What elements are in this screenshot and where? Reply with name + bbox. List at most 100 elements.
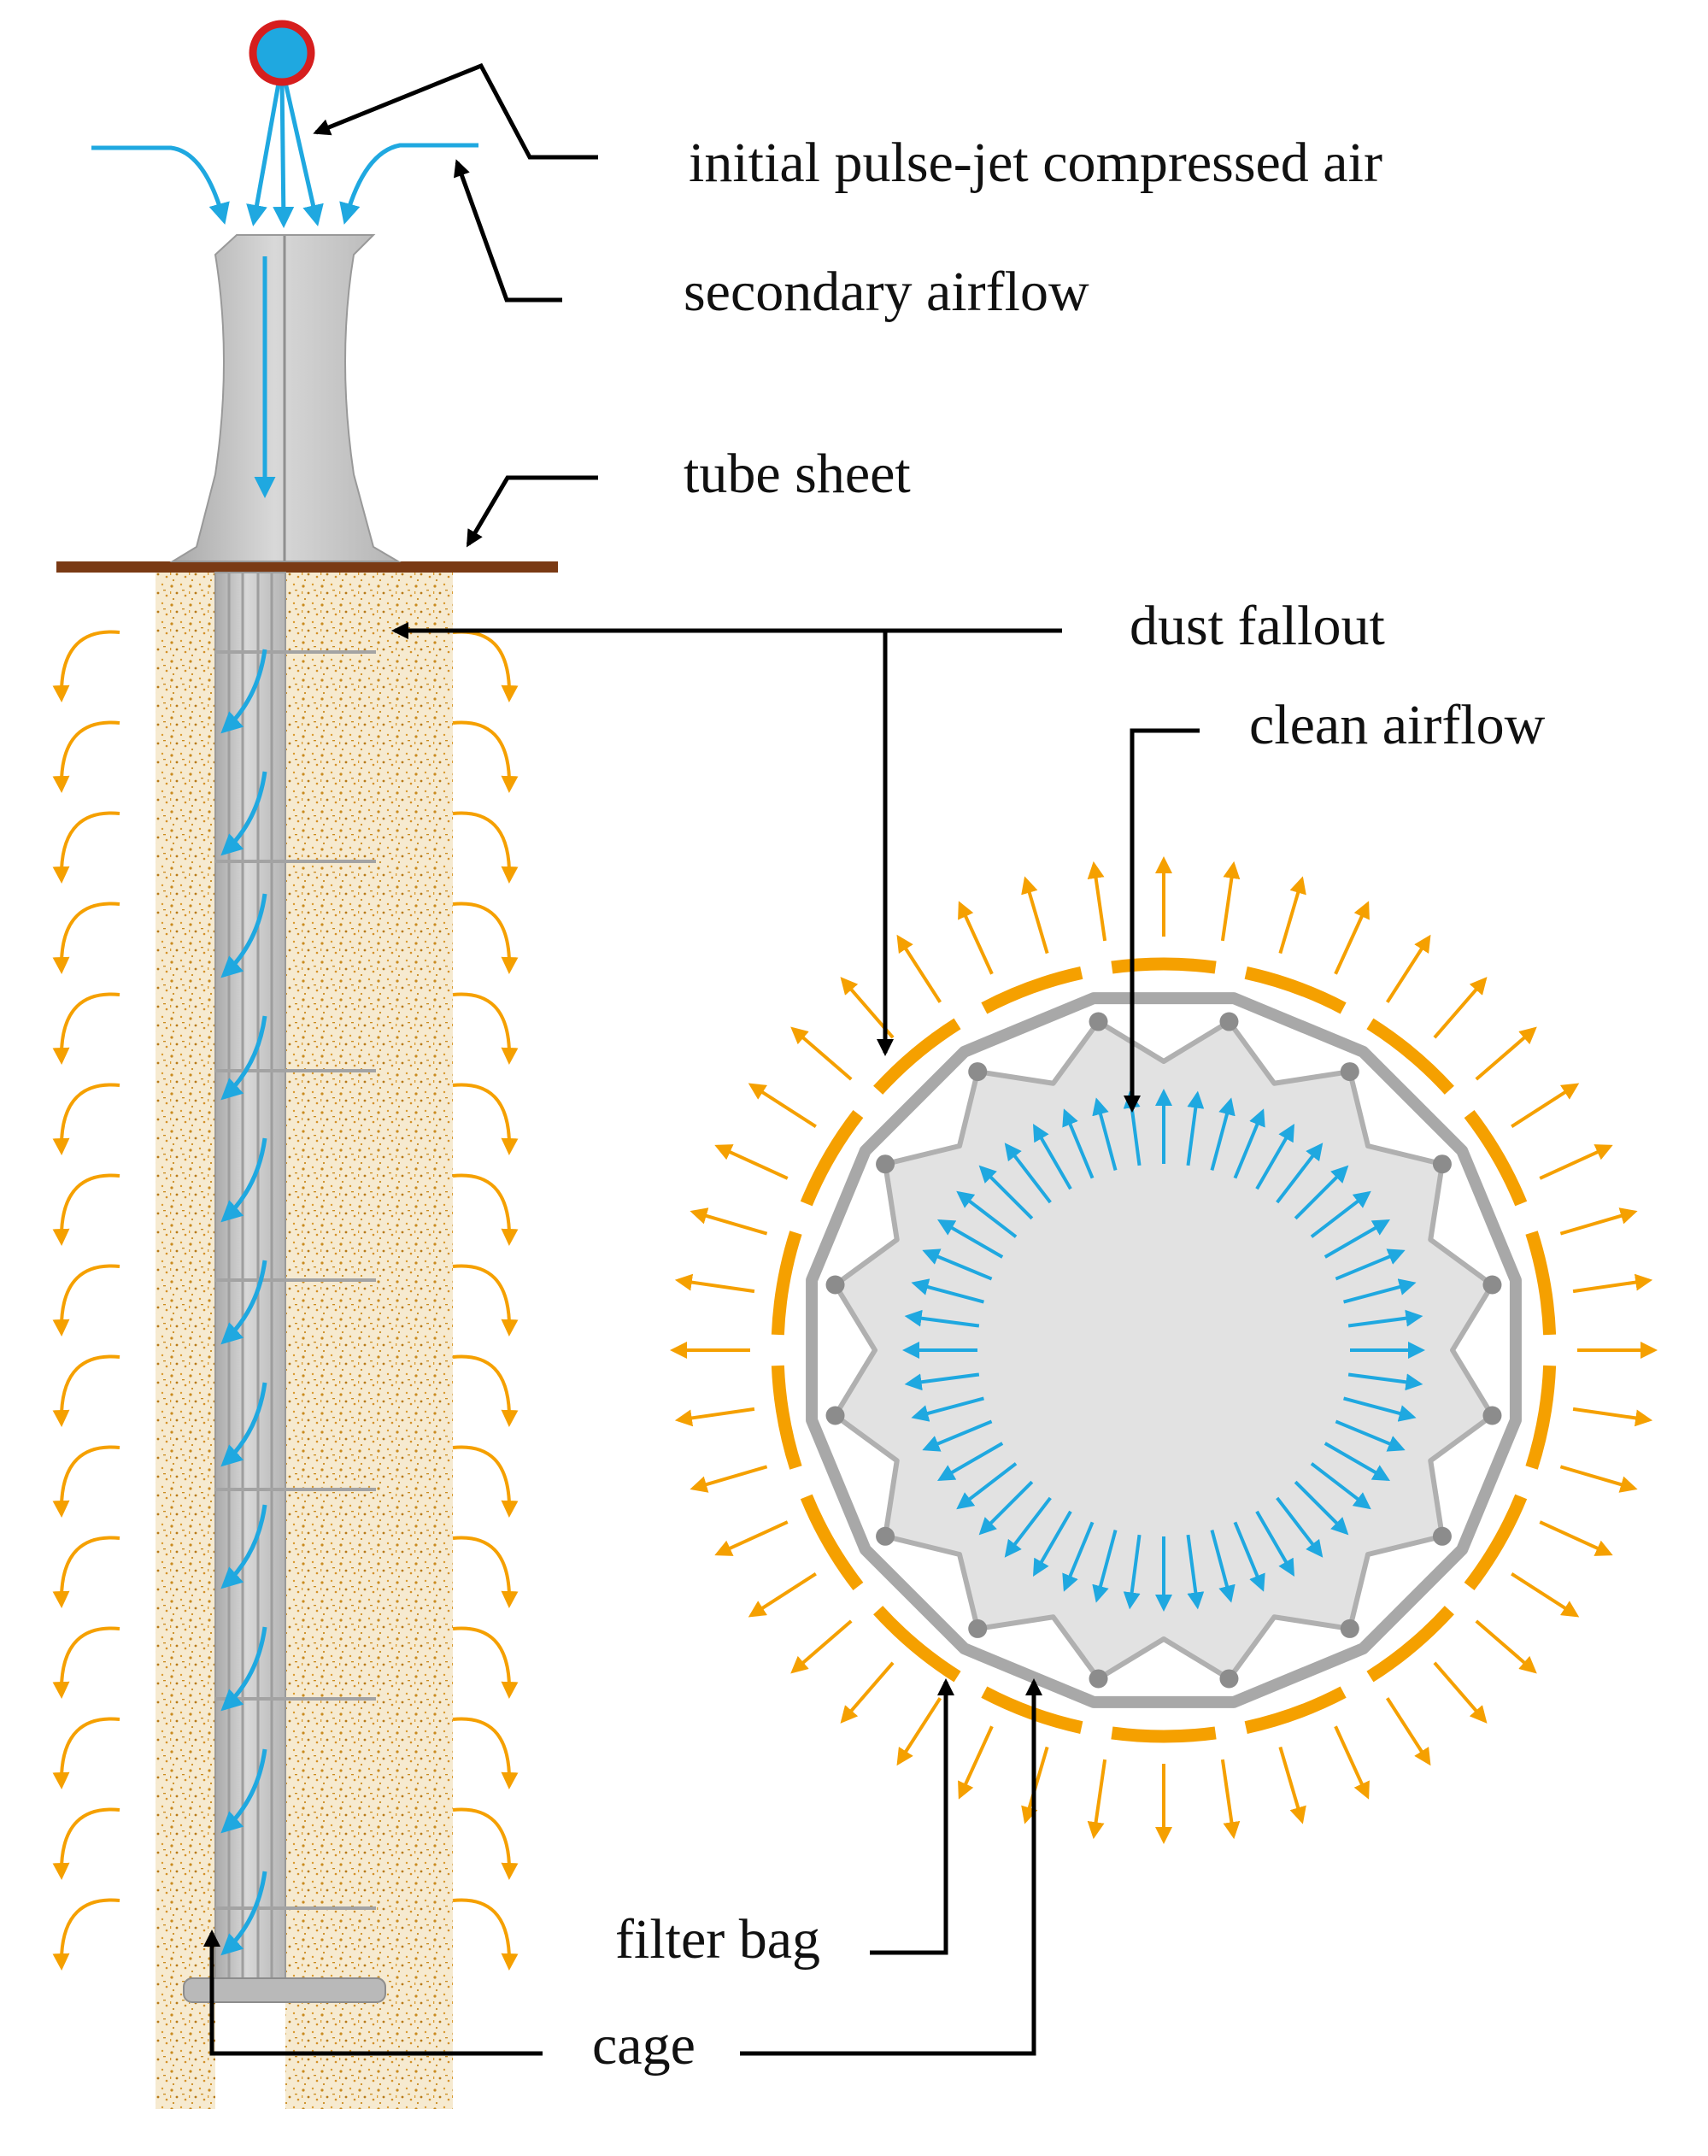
dust-cake-segment [800,1494,864,1591]
dust-cake-segment [873,1018,961,1095]
cage-wire [825,1275,845,1295]
dust-cake-segment [1464,1109,1528,1207]
leader-cage-column [203,1930,543,2056]
secondary-airflow-left [91,145,230,225]
outer-dust-arrow [1572,1273,1653,1294]
column-air-arrow [220,771,267,856]
inner-air-arrow [1186,1090,1205,1166]
inner-air-arrow [1255,1123,1295,1190]
column-air-arrow [220,1015,267,1101]
label-filter-bag: filter bag [615,1908,821,1971]
inner-air-arrow [1092,1097,1118,1171]
outer-dust-arrow [1433,1661,1488,1724]
outer-dust-arrow [714,1144,789,1180]
outer-dust-arrow [790,1026,853,1081]
outer-dust-arrow [1220,1759,1241,1840]
dust-cake-segment [1244,966,1347,1014]
inner-air-arrow [936,1219,1004,1259]
cage-wire [1482,1406,1502,1425]
inner-air-arrow [1233,1108,1265,1179]
outer-dust-arrow [674,1407,755,1427]
outer-dust-arrow [790,1619,853,1674]
outer-dust-arrow [1475,1026,1537,1081]
inner-air-arrow [1324,1219,1391,1259]
dust-fallout-arrow-right [452,992,519,1065]
column-air-arrow [220,1137,267,1223]
inner-air-arrow [1186,1534,1205,1610]
outer-dust-arrow [1334,1725,1370,1800]
outer-dust-arrow [748,1571,817,1618]
outer-dust-arrow [1572,1407,1653,1427]
outer-dust-arrow [1087,861,1107,942]
outer-dust-arrow [714,1520,789,1556]
leader-filter-bag [870,1678,954,1955]
dust-cake-segment [1525,1231,1557,1336]
outer-dust-arrow [748,1083,817,1129]
outer-dust-arrow [1559,1465,1638,1493]
dust-fallout-arrow-right [452,1445,519,1518]
outer-dust-arrow [1511,1083,1580,1129]
dust-cake-segment [1525,1365,1557,1470]
cage-bottom-plate [183,1977,386,2003]
inner-air-arrow [978,1165,1034,1220]
inner-air-arrow [904,1309,980,1328]
column-air-arrow [220,893,267,978]
inner-air-arrow [1294,1480,1349,1536]
cage-wire [825,1406,845,1425]
dust-fallout-arrow-left [52,1717,120,1789]
dust-cake-segment [1244,1686,1347,1734]
tube-sheet [56,561,558,573]
dust-fallout-arrow-left [52,1354,120,1427]
inner-air-arrow [956,1190,1018,1238]
inner-air-arrow [1294,1165,1349,1220]
outer-dust-arrows [670,856,1658,1844]
label-initial-pulse-jet: initial pulse-jet compressed air [689,132,1382,194]
column-air-arrow [220,1871,267,1956]
dust-fallout-arrow-right [452,1626,519,1699]
dust-cake-segment [1111,1726,1217,1743]
cage-wire [1089,1669,1108,1689]
inner-air-arrow [911,1278,984,1304]
dust-fallout-arrow-right [452,811,519,884]
dust-fallout-arrow-left [52,1807,120,1880]
label-secondary-airflow: secondary airflow [684,261,1089,323]
outer-dust-arrow [1021,1746,1049,1824]
dust-fallout-arrow-right [452,1354,519,1427]
dust-fallout-arrow-left [52,811,120,884]
dust-cake-segment [981,966,1083,1014]
dust-fallout-arrows [52,630,519,1971]
cage-wire [1482,1275,1502,1295]
inner-air-arrow [1276,1143,1324,1204]
dust-fallout-arrow-right [452,1536,519,1608]
inner-air-arrow [1062,1108,1095,1179]
column-air-arrow [220,649,267,734]
dust-fallout-arrow-left [52,1445,120,1518]
dust-fallout-arrow-right [452,1807,519,1880]
outer-dust-arrow [1385,1697,1431,1766]
leader-tube-sheet [466,475,598,548]
outer-dust-arrow [674,1273,755,1294]
inner-air-arrow [1004,1496,1052,1558]
dust-cake-segment [771,1231,802,1336]
inner-air-arrow [978,1480,1034,1536]
dust-fallout-arrow-right [452,1898,519,1971]
leader-initial-pulse-jet [313,62,598,160]
cage-wire [968,1062,988,1082]
blowpipe-jet-right [282,78,324,226]
column-air-arrow [220,1260,267,1345]
outer-dust-arrow [1433,977,1488,1039]
dust-fallout-arrow-left [52,992,120,1065]
outer-dust-arrow [1539,1144,1613,1180]
outer-dust-arrow [1511,1571,1580,1618]
outer-dust-arrow [1539,1520,1613,1556]
inner-air-arrow [1335,1248,1406,1281]
dust-cake-segment [1111,957,1217,974]
dust-fallout-arrow-right [452,720,519,793]
cage-wire [1219,1669,1239,1689]
dust-fallout-arrow-left [52,1626,120,1699]
outer-dust-arrow [958,901,994,975]
cage-wire [1340,1062,1359,1082]
dust-fallout-arrow-right [452,630,519,702]
inner-air-arrow [1062,1521,1095,1592]
dust-cake-segment [981,1686,1083,1734]
